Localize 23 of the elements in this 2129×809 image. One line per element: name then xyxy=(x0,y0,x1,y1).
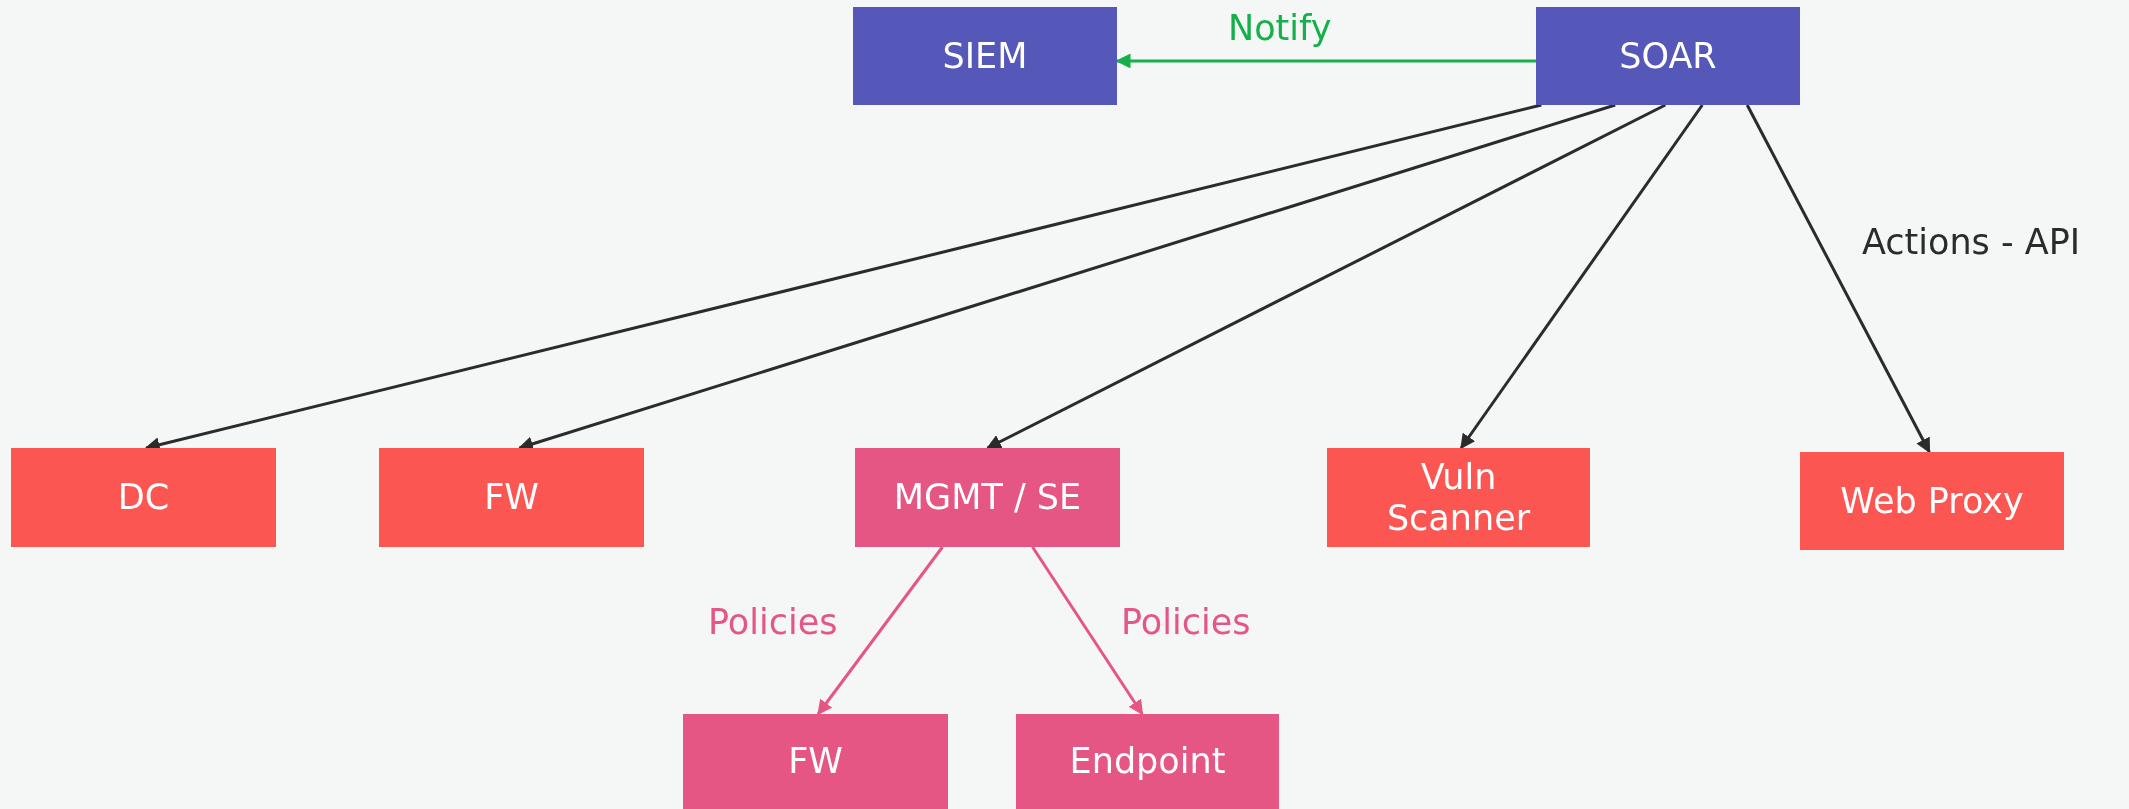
managed-box xyxy=(683,714,948,809)
node-label: MGMT / SE xyxy=(893,477,1082,518)
node-label: FW xyxy=(788,741,843,782)
node-label: Web Proxy xyxy=(1840,480,2024,522)
target-box xyxy=(1800,452,2064,550)
arrow xyxy=(986,103,1667,450)
arrow xyxy=(1031,546,1144,716)
node-label: Endpoint xyxy=(1069,741,1226,782)
arrow xyxy=(816,546,944,716)
arrow xyxy=(1745,104,1931,454)
target-box xyxy=(1327,448,1590,547)
node-label: SIEM xyxy=(942,35,1028,77)
node-label: FW xyxy=(484,477,539,518)
node-label: Vuln Scanner xyxy=(1386,457,1531,538)
managed-box xyxy=(855,448,1120,547)
target-box xyxy=(379,448,644,547)
managed-box xyxy=(1016,714,1279,809)
system-box xyxy=(1536,7,1800,105)
node-label: SOAR xyxy=(1619,35,1717,77)
system-box xyxy=(853,7,1117,105)
arrow xyxy=(1459,104,1704,450)
target-box xyxy=(11,448,276,547)
node-label: DC xyxy=(117,477,170,518)
